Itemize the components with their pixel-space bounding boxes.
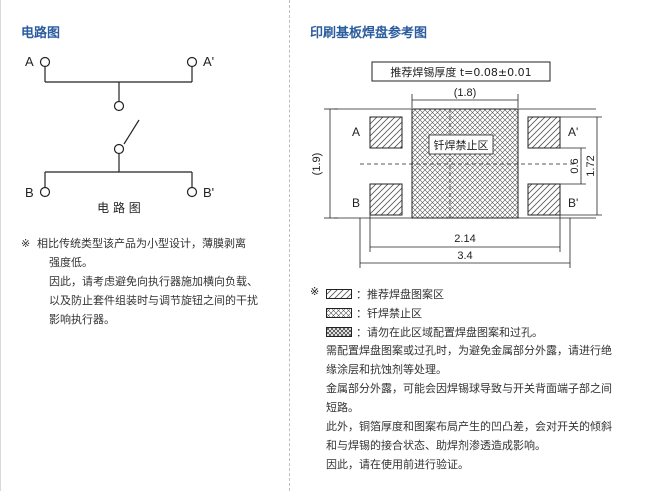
label-b: B xyxy=(25,185,34,200)
terminal-b-prime xyxy=(186,186,198,198)
circuit-panel: 电路图 A A' B B' xyxy=(0,0,287,491)
circuit-caption: 电 路 图 xyxy=(97,200,141,215)
switch-contact-bottom xyxy=(113,143,125,155)
label-a-prime: A' xyxy=(203,54,214,69)
solder-forbidden-zone xyxy=(411,108,519,219)
circuit-diagram: A A' B B' 电 路 图 xyxy=(25,54,214,215)
switch-contact-top xyxy=(113,100,125,112)
pcb-title: 印刷基板焊盘参考图 xyxy=(310,26,428,41)
terminal-b xyxy=(39,186,51,198)
note-line: 相比传统类型该产品为小型设计，薄膜剥离 xyxy=(37,237,246,250)
dim-left: (1.9) xyxy=(311,153,323,176)
recommended-pad-swatch xyxy=(326,289,352,299)
thickness-label: 推荐焊锡厚度 t=0.08±0.01 xyxy=(390,65,531,79)
pad-a xyxy=(369,116,403,149)
note-mark: ※ xyxy=(21,237,31,250)
note-line: 金属部分外露，可能会因焊锡球导致与开关背面端子部之间 xyxy=(326,382,612,395)
dim-outer: 3.4 xyxy=(457,250,472,262)
dim-inner: 2.14 xyxy=(454,233,475,245)
pad-b-prime xyxy=(527,183,561,216)
pad-label-b-prime: B' xyxy=(568,196,578,210)
dim-top: (1.8) xyxy=(454,87,477,99)
label-a: A xyxy=(25,54,34,69)
legend-recommended-pad: ：推荐焊盘图案区 xyxy=(326,286,444,302)
pcb-pad-diagram: 推荐焊锡厚度 t=0.08±0.01 (1.8) 钎焊禁止区 A A' B B xyxy=(311,61,602,268)
note-line: 影响执行器。 xyxy=(49,313,115,326)
no-pattern-swatch xyxy=(326,327,352,337)
circuit-note: ※ 相比传统类型该产品为小型设计，薄膜剥离 强度低。 因此，请考虑避免向执行器施… xyxy=(21,234,283,329)
legend-forbidden-zone: ：钎焊禁止区 xyxy=(326,305,422,321)
note-line: 强度低。 xyxy=(49,256,93,269)
note-line: 以及防止套件组装时与调节旋钮之间的干扰 xyxy=(49,294,258,307)
dim-height: 1.72 xyxy=(585,155,597,176)
note-line: 缘涂层和抗蚀剂等处理。 xyxy=(326,363,447,376)
terminal-a-prime xyxy=(186,56,198,68)
note-line: 此外，铜箔厚度和图案布局产生的凹凸差，会对开关的倾斜 xyxy=(326,420,612,433)
pcb-pad-panel: 印刷基板焊盘参考图 推荐焊锡厚度 t=0.08±0.01 (1.8) xyxy=(289,0,663,491)
pad-label-b: B xyxy=(352,196,360,210)
pad-label-a: A xyxy=(352,125,360,139)
pad-label-a-prime: A' xyxy=(568,125,578,139)
note-line: 因此，请在使用前进行验证。 xyxy=(326,458,469,471)
note-line: 和与焊锡的接合状态、助焊剂渗透造成影响。 xyxy=(326,439,546,452)
pad-b xyxy=(369,183,403,216)
circuit-title: 电路图 xyxy=(21,26,61,41)
note-line: 短路。 xyxy=(326,401,359,414)
legend-label: ：钎焊禁止区 xyxy=(356,307,422,320)
forbidden-label: 钎焊禁止区 xyxy=(434,138,489,152)
legend-label: ：推荐焊盘图案区 xyxy=(356,288,444,301)
label-b-prime: B' xyxy=(203,185,214,200)
legend-mark: ※ xyxy=(310,285,320,298)
pad-a-prime xyxy=(527,116,561,149)
pcb-notes: 需配置焊盘图案或过孔时，为避免金属部分外露，请进行绝 缘涂层和抗蚀剂等处理。 金… xyxy=(326,341,662,474)
thickness-box xyxy=(371,61,551,82)
dim-gap: 0.6 xyxy=(569,158,581,173)
note-line: 因此，请考虑避免向执行器施加横向负载、 xyxy=(49,275,258,288)
forbidden-zone-swatch xyxy=(326,308,352,318)
legend-label: ：请勿在此区域配置焊盘图案和过孔。 xyxy=(356,326,543,339)
note-line: 需配置焊盘图案或过孔时，为避免金属部分外露，请进行绝 xyxy=(326,344,612,357)
terminal-a xyxy=(39,56,51,68)
legend-no-pattern: ：请勿在此区域配置焊盘图案和过孔。 xyxy=(326,324,543,340)
